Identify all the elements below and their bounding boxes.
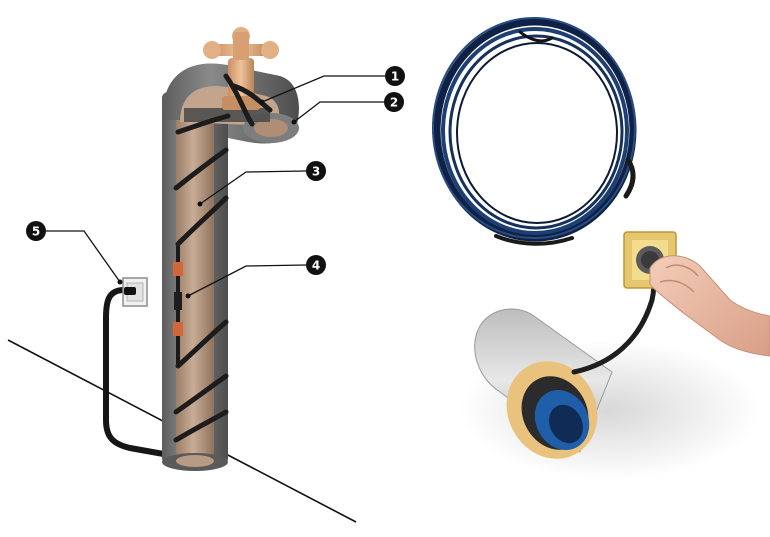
callout-2: 2 (384, 92, 404, 112)
callout-1: 1 (385, 66, 405, 86)
callout-4: 4 (306, 255, 326, 275)
insulated-pipe-segment (474, 308, 613, 459)
heating-cable-spiral (173, 73, 273, 443)
leader-dots (117, 99, 297, 299)
power-cord (103, 287, 189, 461)
callout-3: 3 (306, 161, 326, 181)
cable-junction (173, 246, 183, 364)
callout-2-label: 2 (390, 96, 398, 110)
callout-4-label: 4 (312, 259, 320, 273)
hand (649, 255, 770, 357)
wall-socket (122, 277, 148, 307)
coiled-heating-cable (432, 17, 637, 246)
callout-1-label: 1 (391, 70, 399, 84)
callout-3-label: 3 (312, 165, 320, 179)
callout-5: 5 (26, 221, 46, 241)
callout-5-label: 5 (32, 225, 40, 239)
leader-lines (46, 75, 385, 297)
